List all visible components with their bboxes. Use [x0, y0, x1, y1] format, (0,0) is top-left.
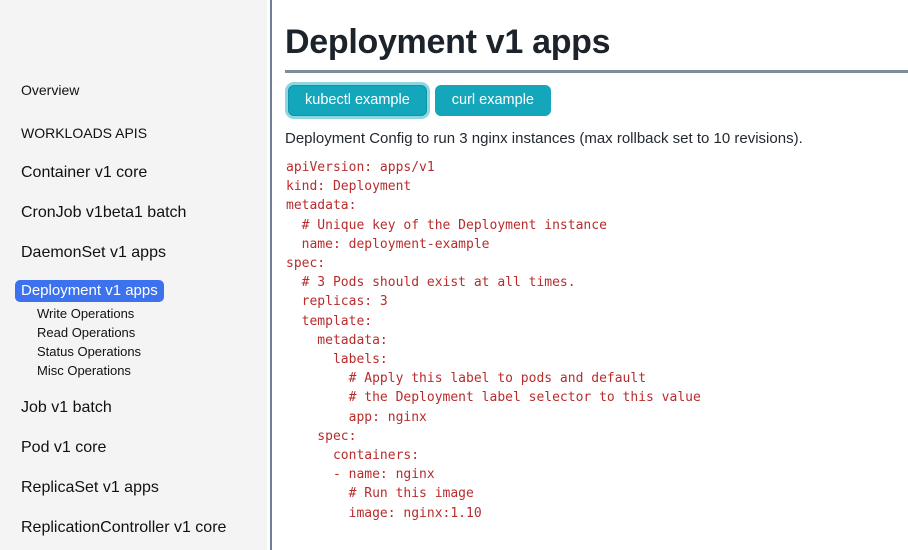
- sidebar-selected-row: Deployment v1 apps: [15, 280, 267, 302]
- sidebar-subitem-status-operations[interactable]: Status Operations: [37, 344, 142, 359]
- curl-example-button[interactable]: curl example: [434, 85, 551, 116]
- sidebar-item-daemonset-v1-apps[interactable]: DaemonSet v1 apps: [21, 244, 166, 261]
- sidebar-subitem-misc-operations[interactable]: Misc Operations: [37, 363, 131, 378]
- sidebar: Overview WORKLOADS APIS Container v1 cor…: [0, 0, 267, 550]
- sidebar-item-replicationcontroller-v1-core[interactable]: ReplicationController v1 core: [21, 519, 227, 536]
- example-description: Deployment Config to run 3 nginx instanc…: [285, 130, 803, 147]
- sidebar-item-deployment-v1-apps[interactable]: Deployment v1 apps: [15, 280, 164, 302]
- title-rule: [285, 70, 908, 73]
- example-button-row: kubectl example curl example: [285, 85, 908, 116]
- sidebar-section-workloads-apis: WORKLOADS APIS: [21, 125, 148, 141]
- sidebar-item-overview[interactable]: Overview: [21, 82, 80, 98]
- sidebar-item-cronjob-v1beta1-batch[interactable]: CronJob v1beta1 batch: [21, 204, 187, 221]
- page-title: Deployment v1 apps: [285, 23, 611, 61]
- yaml-code-block: apiVersion: apps/v1 kind: Deployment met…: [286, 160, 701, 521]
- sidebar-item-container-v1-core[interactable]: Container v1 core: [21, 164, 148, 181]
- kubectl-example-button[interactable]: kubectl example: [288, 85, 427, 116]
- main-content: Deployment v1 apps kubectl example curl …: [272, 0, 908, 550]
- sidebar-subitem-read-operations[interactable]: Read Operations: [37, 325, 136, 340]
- sidebar-subitem-write-operations[interactable]: Write Operations: [37, 306, 135, 321]
- sidebar-item-replicaset-v1-apps[interactable]: ReplicaSet v1 apps: [21, 479, 159, 496]
- sidebar-content-divider: [270, 0, 272, 550]
- sidebar-item-pod-v1-core[interactable]: Pod v1 core: [21, 439, 107, 456]
- sidebar-item-job-v1-batch[interactable]: Job v1 batch: [21, 399, 112, 416]
